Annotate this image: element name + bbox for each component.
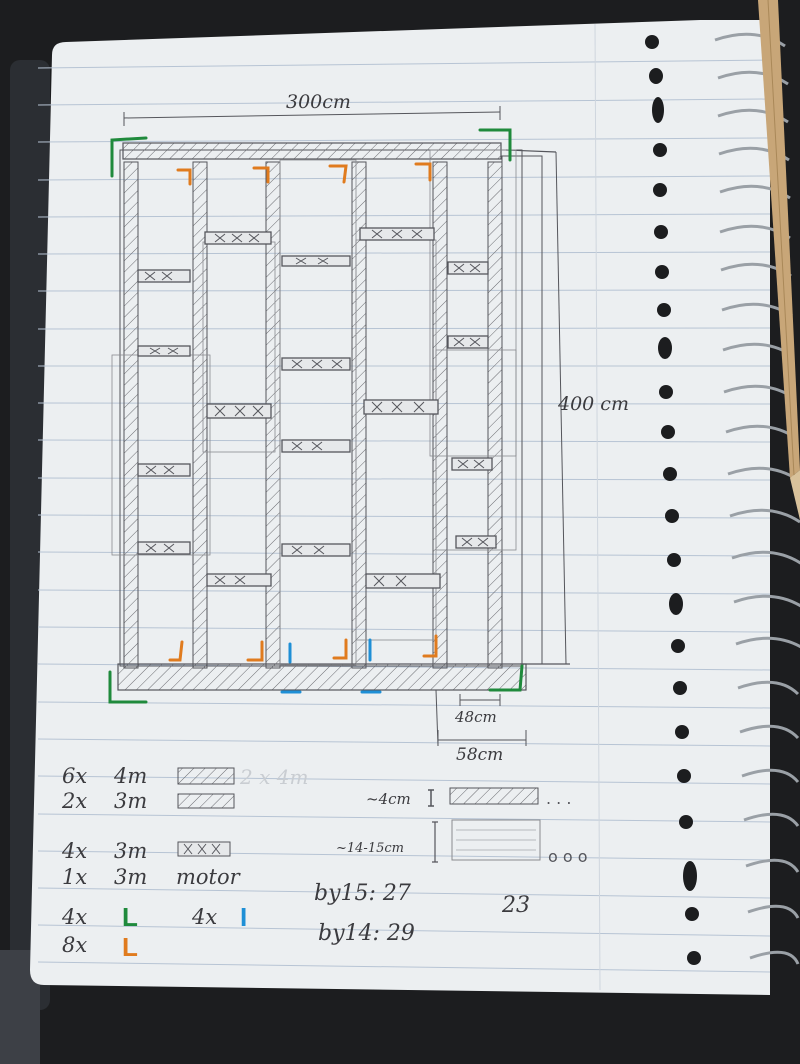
material-3-cross-mark	[183, 843, 221, 855]
material-3-qty: 4x	[61, 839, 87, 863]
ruled-lines	[37, 59, 771, 973]
perforation-line	[594, 23, 601, 991]
material-1-board-icon	[177, 767, 235, 785]
shelf-cross-marks	[144, 229, 489, 587]
material-1-length: 4m	[113, 764, 147, 788]
material-2-length: 3m	[114, 789, 147, 813]
material-4-length: 3m	[114, 865, 147, 889]
pencil	[758, 0, 800, 520]
dimension-lines	[123, 106, 567, 747]
material-1-qty: 6x	[62, 764, 87, 788]
plank-notes: ~4cm . . . ~14-15cm o o o by15: 27 by14:…	[314, 787, 588, 946]
count-extra: 23	[501, 893, 530, 918]
notebook-page	[30, 20, 771, 995]
plank-width-label: ~14-15cm	[336, 841, 404, 856]
bracket-counts: 4x L 8x L 4x I	[61, 902, 247, 962]
plank-thick-ellipsis: . . .	[546, 789, 571, 808]
height-dimension-label: 400 cm	[557, 393, 629, 415]
material-2-qty: 2x	[61, 789, 87, 813]
count-by15: by15: 27	[314, 881, 411, 906]
shelf-sketch	[111, 106, 570, 747]
outer-depth-label: 58cm	[456, 745, 503, 765]
plank-thick-sketch	[449, 787, 539, 805]
top-beam	[122, 142, 502, 160]
thickness-marker	[428, 789, 434, 807]
plank-wide-sketch	[451, 819, 541, 861]
bracket-orange-symbol: L	[122, 932, 138, 962]
material-1-note: 2 x 4m	[239, 765, 308, 789]
shelf-boards	[137, 227, 497, 589]
punch-holes	[645, 35, 701, 965]
material-2-board-icon	[177, 793, 235, 809]
materials-list: 6x 4m 2 x 4m 2x 3m 4x 3m 1x 3m motor	[61, 764, 308, 889]
green-corner-brackets	[108, 128, 524, 704]
material-4-qty: 1x	[62, 865, 87, 889]
material-3-length: 3m	[114, 839, 147, 863]
orange-l-brackets	[168, 162, 438, 662]
bottom-beam	[117, 663, 527, 691]
blue-straight-brackets	[280, 638, 382, 694]
width-marker	[432, 821, 438, 863]
plank-thickness-label: ~4cm	[366, 790, 411, 808]
material-4-note: motor	[176, 865, 242, 889]
bracket-blue-qty: 4x	[191, 905, 217, 929]
bracket-blue-symbol: I	[240, 902, 247, 932]
inner-depth-label: 48cm	[454, 708, 497, 726]
plank-wide-ellipsis: o o o	[548, 847, 588, 866]
bracket-green-symbol: L	[122, 902, 138, 932]
bracket-orange-qty: 8x	[62, 933, 87, 957]
width-dimension-label: 300cm	[286, 91, 351, 113]
count-by14: by14: 29	[318, 921, 415, 946]
bracket-green-qty: 4x	[61, 905, 87, 929]
material-3-board-icon	[177, 841, 231, 857]
